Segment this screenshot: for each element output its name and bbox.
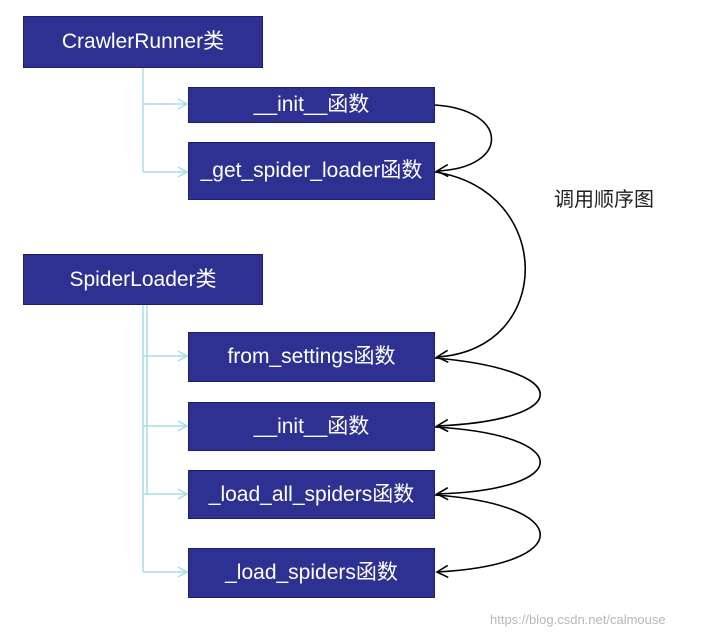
class-label-crawlerrunner: CrawlerRunner类 — [61, 30, 225, 53]
class-label-spiderloader: SpiderLoader类 — [69, 267, 217, 291]
function-label-get-spider-loader: _get_spider_loader函数 — [200, 159, 423, 182]
function-label-crawlerrunner-init: __init__函数 — [253, 93, 370, 116]
function-box-spiderloader-init: __init__函数 — [188, 402, 435, 451]
call-order-arrows — [434, 104, 541, 579]
crawlerrunner-tree-lines — [142, 68, 189, 178]
function-box-get-spider-loader: _get_spider_loader函数 — [188, 142, 435, 200]
class-box-spiderloader: SpiderLoader类 — [23, 254, 263, 305]
call-arrow-init-to-get-spider-loader — [434, 104, 493, 178]
function-label-from-settings: from_settings函数 — [227, 345, 396, 368]
call-arrow-init-to-load-all-spiders — [434, 426, 541, 501]
function-label-load-all-spiders: _load_all_spiders函数 — [208, 482, 415, 506]
function-label-spiderloader-init: __init__函数 — [253, 414, 370, 438]
watermark-text: https://blog.csdn.net/calmouse — [490, 612, 666, 627]
call-arrow-get-spider-loader-to-from-settings — [434, 171, 527, 364]
function-box-load-all-spiders: _load_all_spiders函数 — [188, 470, 435, 519]
call-arrow-from-settings-to-init — [434, 357, 541, 433]
function-box-crawlerrunner-init: __init__函数 — [188, 87, 435, 123]
diagram-caption: 调用顺序图 — [554, 187, 654, 211]
spiderloader-tree-lines — [142, 305, 189, 578]
call-arrow-load-all-spiders-to-load-spiders — [434, 494, 541, 579]
function-box-load-spiders: _load_spiders函数 — [188, 548, 435, 598]
function-label-load-spiders: _load_spiders函数 — [225, 561, 398, 584]
class-box-crawlerrunner: CrawlerRunner类 — [23, 16, 263, 68]
function-box-from-settings: from_settings函数 — [188, 332, 435, 382]
